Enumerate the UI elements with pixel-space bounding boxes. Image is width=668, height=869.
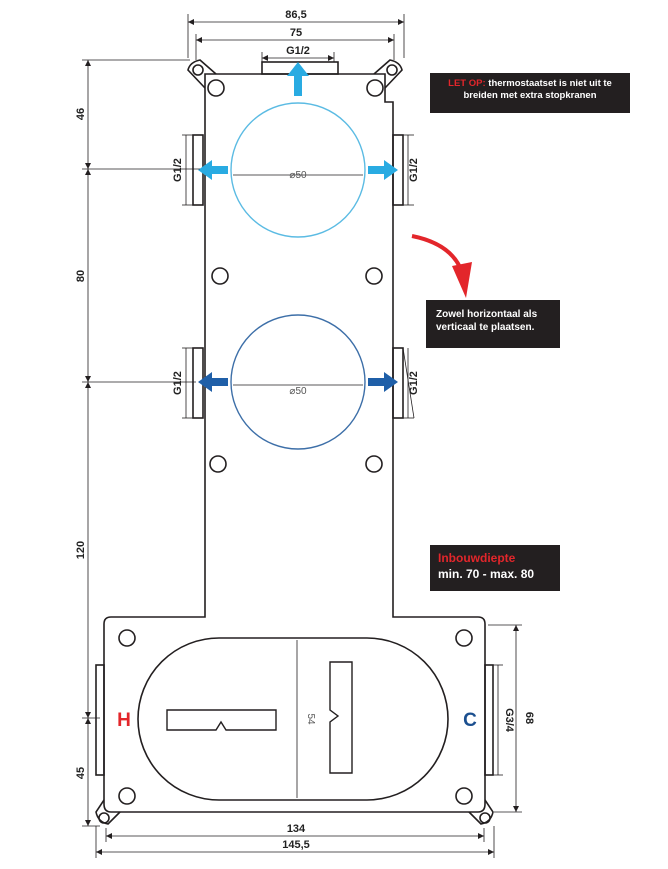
note-installation-depth-title: Inbouwdiepte — [438, 551, 516, 565]
hole-mid-right — [365, 267, 383, 285]
upper-diameter-label: ⌀50 — [289, 170, 307, 181]
mounting-plate — [95, 59, 494, 825]
arrow-upper-right — [368, 160, 398, 180]
hole-top-right — [366, 79, 384, 97]
dim-top-outer: 86,5 — [285, 9, 306, 21]
port-upper-right: G1/2 — [408, 158, 420, 182]
hole-mid-left — [211, 267, 229, 285]
dim-top-port: G1/2 — [286, 45, 310, 57]
note-installation-depth: Inbouwdiepte min. 70 - max. 80 — [430, 545, 560, 591]
arrow-upper-left — [198, 160, 228, 180]
corner-hole-bottom-right — [479, 812, 491, 824]
port-upper-left: G1/2 — [172, 158, 184, 182]
curved-red-arrow — [411, 234, 472, 298]
corner-hole-top-right — [386, 64, 398, 76]
left-slot — [166, 709, 277, 731]
note-installation-depth-value: min. 70 - max. 80 — [438, 566, 535, 581]
note-letop-text: thermostaatset is niet uit te breiden me… — [463, 78, 612, 102]
port-lower-left: G1/2 — [172, 371, 184, 395]
arrow-top-up — [287, 62, 309, 96]
port-lower-right: G1/2 — [408, 371, 420, 395]
dim-height-bottom: 45 — [75, 767, 87, 779]
note-orientation: Zowel horizontaal als verticaal te plaat… — [426, 300, 560, 348]
dimension-arrowheads — [85, 19, 519, 855]
hole-bottom-low-right — [455, 787, 473, 805]
hole-bottom-top-right — [455, 629, 473, 647]
corner-tab-top-right — [373, 59, 403, 89]
corner-hole-top-left — [192, 64, 204, 76]
lower-circle — [230, 314, 366, 450]
dim-bottom-outer: 145,5 — [282, 839, 310, 851]
bottom-left-strip — [95, 664, 105, 776]
note-letop-prefix: LET OP: — [448, 78, 486, 89]
dim-height-mid: 80 — [75, 270, 87, 282]
dim-height-lower: 120 — [75, 541, 87, 559]
arrow-lower-left — [198, 372, 228, 392]
hole-bottom-top-left — [118, 629, 136, 647]
bottom-right-strip — [484, 664, 494, 776]
dim-height-top: 46 — [75, 108, 87, 120]
lower-diameter-label: ⌀50 — [289, 386, 307, 397]
right-slot — [329, 661, 353, 774]
note-letop: LET OP: thermostaatset is niet uit te br… — [430, 73, 630, 113]
bottom-oval — [137, 637, 449, 801]
oval-height-label: 54 — [305, 713, 316, 725]
hole-bottom-low-left — [118, 787, 136, 805]
cold-label: C — [463, 710, 477, 731]
corner-hole-bottom-left — [98, 812, 110, 824]
upper-circle — [230, 102, 366, 238]
hole-low-left — [209, 455, 227, 473]
hot-label: H — [117, 710, 131, 731]
dim-right-port: G3/4 — [503, 708, 515, 733]
hole-top-left — [207, 79, 225, 97]
dimension-lines — [82, 14, 522, 858]
corner-tab-top-left — [187, 59, 217, 89]
dim-right-height: 68 — [523, 712, 535, 724]
dim-top-inner: 75 — [290, 27, 302, 39]
hole-low-right — [365, 455, 383, 473]
note-orientation-text: Zowel horizontaal als verticaal te plaat… — [436, 309, 538, 333]
arrow-lower-right — [368, 372, 398, 392]
dim-bottom-inner: 134 — [287, 823, 306, 835]
plate-outline — [103, 73, 486, 813]
